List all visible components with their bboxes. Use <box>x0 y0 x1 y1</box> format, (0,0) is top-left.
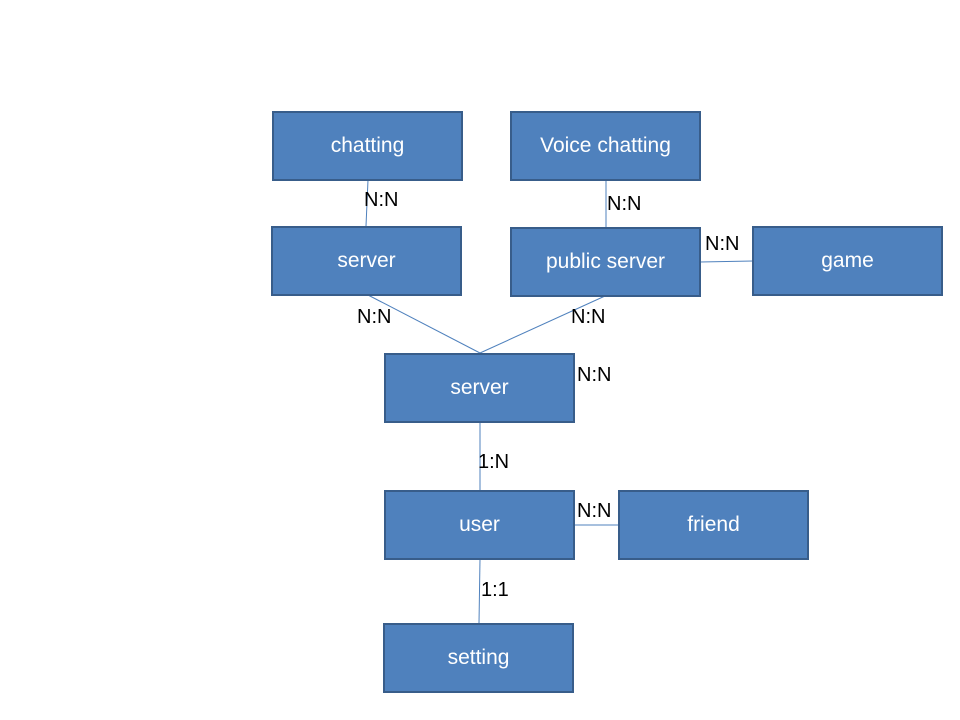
entity-friend: friend <box>618 490 809 560</box>
connector-user-setting <box>478 558 481 624</box>
entity-setting: setting <box>383 623 574 693</box>
label-user-setting: 1:1 <box>481 579 509 601</box>
connector-public-center-right <box>479 295 606 354</box>
entity-user: user <box>384 490 575 560</box>
label-server-center: N:N <box>357 306 392 328</box>
label-public-center: N:N <box>571 306 606 328</box>
label-user-friend: N:N <box>577 500 612 522</box>
label-center-extra: N:N <box>577 364 612 386</box>
connector-public-game <box>699 260 754 263</box>
entity-voice-chatting: Voice chatting <box>510 111 701 181</box>
label-public-game: N:N <box>705 233 740 255</box>
entity-server-top: server <box>271 226 462 296</box>
entity-server-center: server <box>384 353 575 423</box>
entity-chatting: chatting <box>272 111 463 181</box>
connector-chatting-server <box>365 179 369 227</box>
label-voice-public: N:N <box>607 193 642 215</box>
entity-public-server: public server <box>510 227 701 297</box>
label-chatting-server: N:N <box>364 189 399 211</box>
entity-game: game <box>752 226 943 296</box>
connector-server-center-left <box>367 294 481 354</box>
label-server-user: 1:N <box>478 451 510 473</box>
